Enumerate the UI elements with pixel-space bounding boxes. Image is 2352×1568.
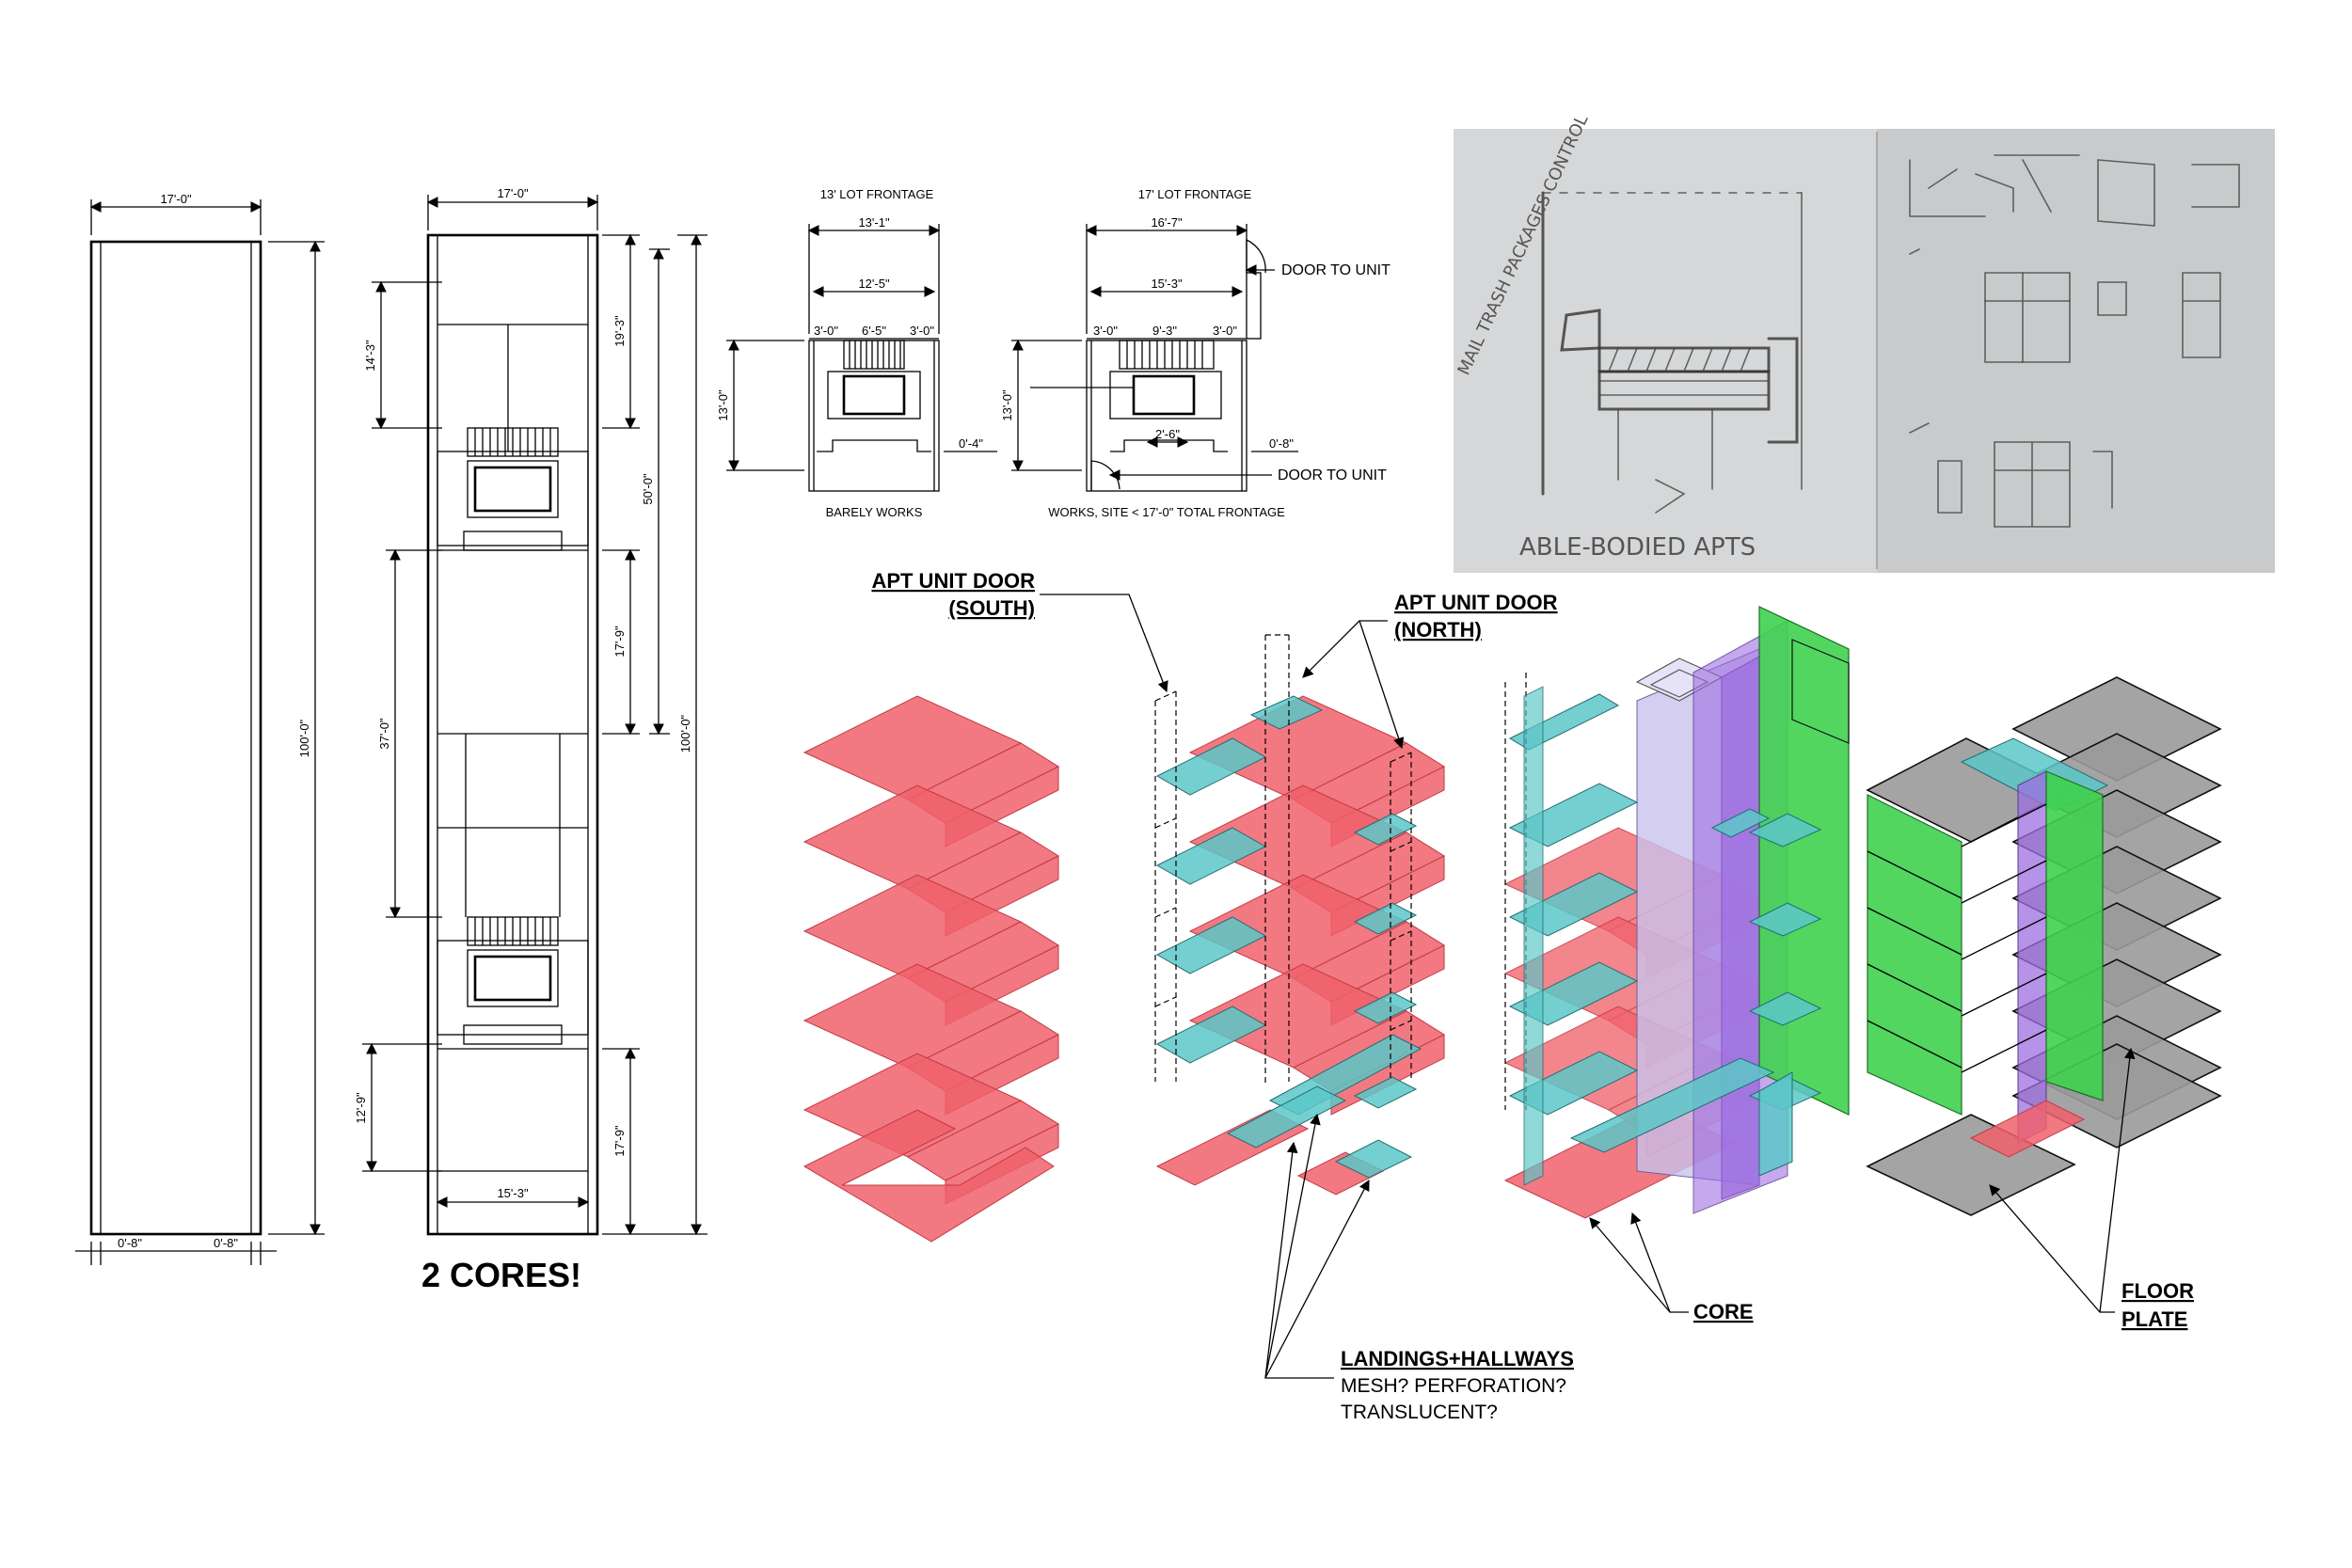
plan-b-dim-100: 100'-0" [678,714,692,752]
stair-core-2 [437,916,589,1045]
plan-b-dim-right-1: 19'-3" [612,315,627,347]
plan-b-dim-right-3: 17'-9" [612,1125,627,1157]
frontage-13-title: 13' LOT FRONTAGE [820,187,934,201]
axon-floor-plates [1866,676,2222,1216]
frontage-17-d3b: 9'-3" [1152,324,1177,338]
label-landings-3: TRANSLUCENT? [1341,1402,1498,1423]
sketch-bottom-note: ABLE-BODIED APTS [1519,533,1756,562]
frontage-13-d1: 13'-1" [858,215,890,230]
frontage-17-caption: WORKS, SITE < 17'-0" TOTAL FRONTAGE [1048,505,1285,519]
plan-a-wall-left: 0'-8" [118,1236,142,1250]
plan-b-dim-left-3: 12'-9" [354,1092,368,1124]
label-door-north-2: (NORTH) [1394,618,1482,641]
frontage-13-d2: 12'-5" [858,277,890,291]
plan-a-wall-right: 0'-8" [214,1236,238,1250]
sketch-photo: MAIL TRASH PACKAGES CONTROL ABLE-BODIED … [1454,112,2275,573]
frontage-13-depth: 13'-0" [716,389,730,421]
frontage-13-d3b: 6'-5" [862,324,886,338]
label-landings-1: LANDINGS+HALLWAYS [1341,1347,1574,1370]
stair-core-1 [437,427,589,551]
plan-b-title: 2 CORES! [421,1256,581,1294]
label-floor-2: PLATE [2122,1307,2187,1331]
frontage-13-d3c: 3'-0" [910,324,934,338]
frontage-17-inner: 2'-6" [1155,427,1180,441]
plan-b-width: 17'-0" [497,186,529,200]
label-core: CORE [1693,1300,1754,1323]
label-floor-1: FLOOR [2122,1279,2194,1303]
frontage-17-depth: 13'-0" [1000,389,1014,421]
frontage-17-d3a: 3'-0" [1093,324,1118,338]
frontage-13-caption: BARELY WORKS [826,505,923,519]
plan-a: 17'-0" 100'-0" 0'-8" 0'-8" [75,192,325,1265]
axon-labels: APT UNIT DOOR (SOUTH) APT UNIT DOOR (NOR… [871,569,2194,1423]
label-door-south-1: APT UNIT DOOR [871,569,1035,593]
frontage-17-door-top: DOOR TO UNIT [1281,262,1391,278]
frontage-17-d1: 16'-7" [1151,215,1183,230]
plan-b-dim-left-2: 37'-0" [377,718,391,750]
frontage-13-d3a: 3'-0" [814,324,838,338]
plan-b-bottom-width: 15'-3" [497,1186,529,1200]
frontage-13-offset: 0'-4" [959,436,983,451]
frontage-13-diagram: 13' LOT FRONTAGE 13'-1" 12'-5" 3'-0" 6'-… [716,187,997,519]
label-landings-2: MESH? PERFORATION? [1341,1375,1566,1397]
frontage-17-diagram: 17' LOT FRONTAGE 16'-7" 15'-3" 3'-0" 9'-… [1000,187,1391,519]
plan-b-dim-right-2: 17'-9" [612,626,627,657]
label-door-north-1: APT UNIT DOOR [1394,591,1558,614]
axon-landings [1154,634,1445,1196]
plan-b-dim-50: 50'-0" [641,473,655,505]
landing-plates [1155,695,1422,1179]
frontage-17-offset: 0'-8" [1269,436,1294,451]
axon-stairs [803,695,1059,1243]
frontage-17-d3c: 3'-0" [1213,324,1237,338]
plan-a-width: 17'-0" [160,192,192,206]
axon-core [1503,606,1850,1219]
door-outlines [1154,634,1412,1086]
label-door-south-2: (SOUTH) [948,596,1035,620]
plan-a-height: 100'-0" [297,719,311,757]
frontage-17-title: 17' LOT FRONTAGE [1138,187,1252,201]
frontage-17-door-bottom: DOOR TO UNIT [1278,467,1387,483]
plan-b: 17'-0" 14'-3" 37'-0" 12'-9" 19'-3" 17'-9… [354,186,707,1294]
frontage-17-d2: 15'-3" [1151,277,1183,291]
plan-b-dim-left-1: 14'-3" [363,340,377,372]
